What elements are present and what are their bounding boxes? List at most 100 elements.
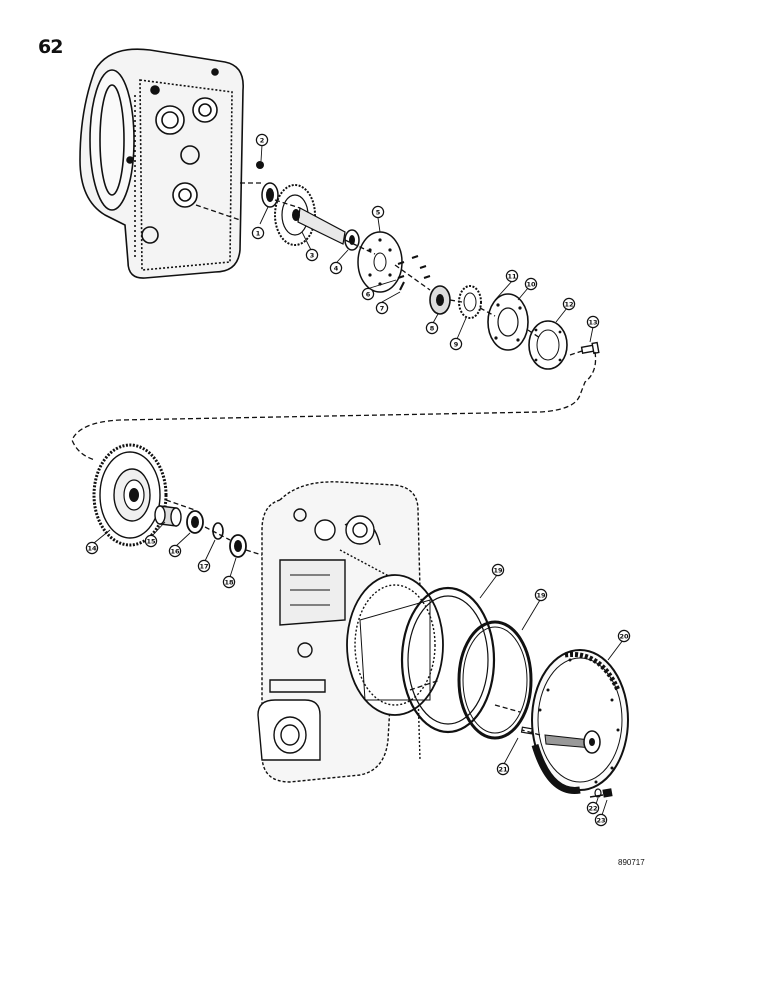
callout-1: 1: [251, 226, 265, 240]
callout-circle: [534, 588, 548, 602]
upper-parts: [195, 161, 600, 370]
callout-number: 9: [454, 340, 459, 348]
callout-circle: [329, 261, 343, 275]
part-rear-cover-20: [531, 649, 629, 794]
callout-19: 19: [491, 563, 505, 577]
callout-2: 2: [255, 133, 269, 147]
part-ring-17: [212, 522, 224, 540]
callout-circle: [491, 563, 505, 577]
part-plate-5: [357, 231, 403, 293]
callout-20: 20: [617, 629, 631, 643]
callout-circle: [144, 534, 158, 548]
callout-circle: [371, 205, 385, 219]
callout-circle: [524, 277, 538, 291]
callout-number: 17: [199, 562, 208, 570]
part-springs: [397, 255, 431, 291]
callout-circle: [617, 629, 631, 643]
callout-number: 19: [493, 566, 503, 574]
callout-circle: [505, 269, 519, 283]
part-hub-8: [429, 285, 451, 315]
callout-7: 7: [375, 301, 389, 315]
callout-number: 20: [619, 632, 629, 640]
callout-layer: [93, 144, 624, 816]
callout-number: 23: [596, 816, 605, 824]
part-bolt-13: [580, 341, 600, 355]
callout-circle: [586, 801, 600, 815]
callout-number: 5: [376, 208, 381, 216]
callout-8: 8: [425, 321, 439, 335]
part-seal-plate-12: [528, 320, 568, 370]
callout-number: 22: [588, 804, 597, 812]
callout-number: 15: [146, 537, 156, 545]
callout-circle: [562, 297, 576, 311]
callout-18: 18: [222, 575, 236, 589]
callout-number: 18: [224, 578, 234, 586]
callout-circle: [251, 226, 265, 240]
callout-6: 6: [361, 287, 375, 301]
callout-13: 13: [586, 315, 600, 329]
callout-number: 13: [588, 318, 597, 326]
part-large-gear-14: [92, 443, 168, 547]
rear-housing: [257, 481, 444, 783]
callout-number: 3: [310, 251, 315, 259]
page-number: 62: [38, 36, 63, 58]
part-bearing-16: [186, 510, 204, 534]
callout-circle: [594, 813, 608, 827]
callout-number: 19: [536, 591, 546, 599]
callout-14: 14: [85, 541, 99, 555]
part-gasket-19a: [400, 586, 496, 734]
part-race-9: [458, 285, 482, 319]
callout-19: 19: [534, 588, 548, 602]
callout-circle: [496, 762, 510, 776]
callout-number: 14: [87, 544, 97, 552]
part-bearing-4: [344, 229, 360, 251]
callout-4: 4: [329, 261, 343, 275]
callout-circle: [222, 575, 236, 589]
callout-number: 8: [430, 324, 435, 332]
callout-11: 11: [505, 269, 519, 283]
callout-number: 1: [256, 229, 261, 237]
part-o-ring-19b: [457, 620, 533, 740]
callout-9: 9: [449, 337, 463, 351]
part-washer-bolt: [589, 788, 613, 798]
part-bearing-18: [229, 534, 247, 558]
part-plug: [256, 161, 264, 169]
callout-number: 7: [380, 304, 385, 312]
callout-circle: [197, 559, 211, 573]
callout-16: 16: [168, 544, 182, 558]
callout-number: 6: [366, 290, 371, 298]
callout-22: 22: [586, 801, 600, 815]
callout-number: 4: [334, 264, 339, 272]
front-housing: [79, 48, 244, 279]
callout-circle: [425, 321, 439, 335]
callout-number: 11: [507, 272, 517, 280]
part-sleeve-15: [154, 505, 182, 527]
callout-circle: [449, 337, 463, 351]
callout-12: 12: [562, 297, 576, 311]
callout-number: 2: [260, 136, 265, 144]
part-drive-gear: [274, 184, 346, 246]
callout-number: 16: [170, 547, 180, 555]
callout-circle: [361, 287, 375, 301]
figure-id: 890717: [618, 858, 645, 867]
lower-parts: [92, 443, 266, 558]
part-bearing-1: [261, 182, 279, 208]
callout-circle: [586, 315, 600, 329]
callout-circle: [305, 248, 319, 262]
callout-circle: [168, 544, 182, 558]
callout-3: 3: [305, 248, 319, 262]
callout-number: 21: [498, 765, 508, 773]
callout-circle: [375, 301, 389, 315]
callout-5: 5: [371, 205, 385, 219]
callout-21: 21: [496, 762, 510, 776]
connector-line: [71, 351, 597, 461]
callout-number: 10: [526, 280, 536, 288]
callout-17: 17: [197, 559, 211, 573]
part-cage-10: [487, 293, 529, 351]
callout-15: 15: [144, 534, 158, 548]
callout-10: 10: [524, 277, 538, 291]
callout-23: 23: [594, 813, 608, 827]
callout-circle: [85, 541, 99, 555]
